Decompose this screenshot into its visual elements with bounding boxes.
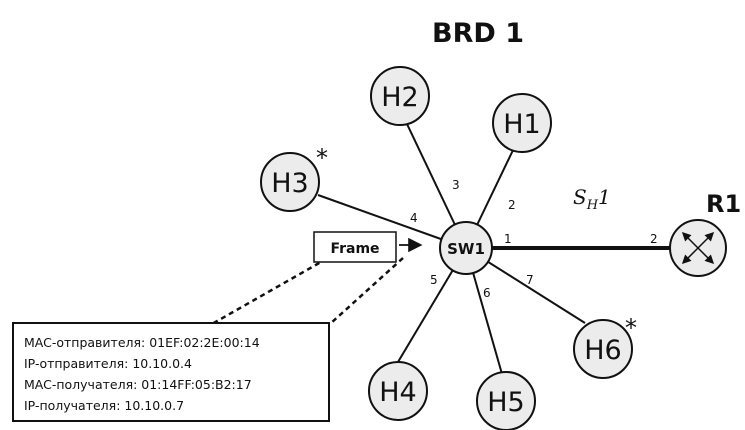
- switch-sw1: SW1: [439, 221, 493, 275]
- host-h1: H1: [492, 93, 552, 153]
- frame-box: [313, 231, 397, 263]
- host-h4: H4: [368, 361, 428, 421]
- diagram-title: BRD 1: [432, 18, 524, 49]
- host-label: H4: [379, 377, 416, 408]
- port-label-h3: 4: [410, 211, 418, 225]
- host-label: H3: [271, 168, 308, 199]
- sender-mac: MAC-отправителя: 01EF:02:2E:00:14: [24, 335, 260, 350]
- receiver-mac: MAC-получателя: 01:14FF:05:B2:17: [24, 377, 252, 392]
- sender-ip: IP-отправителя: 10.10.0.4: [24, 356, 192, 371]
- host-node: [368, 361, 428, 421]
- router-label: R1: [706, 190, 741, 218]
- callout-line-left: [211, 252, 336, 326]
- subnet-letter: S: [573, 185, 587, 209]
- host-h3: H3 *: [260, 144, 328, 212]
- host-node: [260, 152, 320, 212]
- host-h5: H5: [476, 371, 536, 430]
- port-label-h4: 5: [430, 273, 438, 287]
- marker-star: *: [316, 144, 328, 172]
- port-label-h2: 3: [452, 178, 460, 192]
- host-node: [476, 371, 536, 430]
- switch-label: SW1: [447, 240, 485, 258]
- host-node: [370, 66, 430, 126]
- subnet-label: SH1: [573, 185, 611, 213]
- host-label: H2: [381, 82, 418, 113]
- port-label-h5: 6: [483, 286, 491, 300]
- callout-line-right: [329, 257, 404, 325]
- router-arrow-sw: [681, 247, 699, 265]
- switch-node: [439, 221, 493, 275]
- host-node: [492, 93, 552, 153]
- router-arrow-se: [697, 247, 715, 265]
- port-label-h6: 7: [526, 273, 534, 287]
- frame-info-box: MAC-отправителя: 01EF:02:2E:00:14 IP-отп…: [12, 322, 330, 422]
- frame-label: Frame: [330, 241, 379, 257]
- router-r1: R1: [669, 190, 741, 277]
- subnet-number: 1: [598, 185, 611, 209]
- host-h6: H6 *: [573, 314, 637, 379]
- router-arrow-ne: [697, 231, 715, 249]
- host-label: H6: [584, 335, 621, 366]
- marker-star: *: [625, 314, 637, 342]
- receiver-ip: IP-получателя: 10.10.0.7: [24, 398, 185, 413]
- host-label: H1: [503, 109, 540, 140]
- subnet-subscript: H: [586, 198, 599, 213]
- host-label: H5: [487, 387, 524, 418]
- port-label-uplink-switch: 1: [504, 232, 512, 246]
- port-label-uplink-router: 2: [650, 232, 658, 246]
- port-label-h1: 2: [508, 198, 516, 212]
- router-arrow-nw: [681, 231, 699, 249]
- host-node: [573, 319, 633, 379]
- host-h2: H2: [370, 66, 430, 126]
